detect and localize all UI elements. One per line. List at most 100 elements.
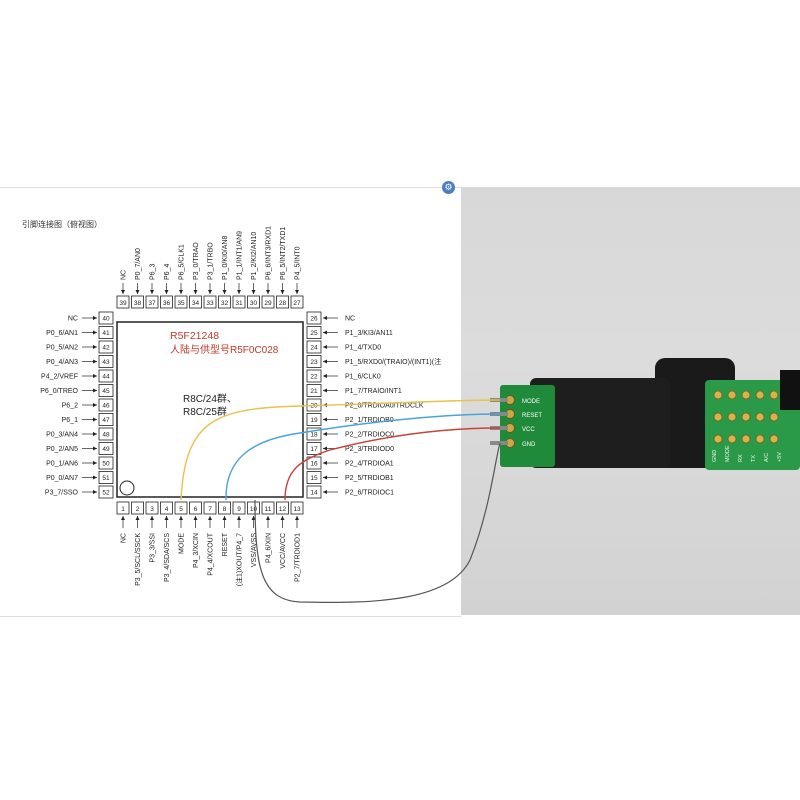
pin-box-bottom bbox=[189, 501, 202, 515]
pin-arrow bbox=[208, 290, 212, 294]
pin-box-right bbox=[306, 442, 322, 455]
pin-arrow bbox=[280, 516, 285, 520]
pin-arrow bbox=[266, 290, 270, 294]
pcb-pad bbox=[713, 390, 723, 400]
pin-number: 11 bbox=[265, 506, 272, 513]
pin-number: 18 bbox=[310, 432, 318, 439]
pin-label-bottom: VSS/AVSS bbox=[251, 533, 258, 567]
pin-arrow bbox=[93, 432, 97, 436]
pin-label-bottom: P4_4/XCOUT bbox=[208, 532, 215, 576]
pin-box-bottom bbox=[261, 501, 275, 515]
pin-box-top bbox=[174, 295, 188, 309]
pin-label-right: P2_0/TRDIOA0/TRDCLK bbox=[345, 403, 424, 410]
pin-arrow bbox=[93, 446, 97, 451]
pin-number: 42 bbox=[102, 345, 110, 352]
pin-number: 9 bbox=[237, 506, 241, 513]
pin-number: 3 bbox=[150, 506, 154, 513]
pin1-marker bbox=[119, 480, 135, 496]
pin-number: 36 bbox=[163, 300, 171, 307]
pin-label-bottom: RESET bbox=[222, 532, 229, 556]
pin-number: 25 bbox=[310, 330, 318, 337]
pin-number: 44 bbox=[102, 374, 110, 381]
pin-box-left bbox=[98, 369, 114, 383]
chip-body bbox=[116, 321, 304, 498]
header-label-reset: RESET bbox=[522, 413, 542, 419]
family-label-2: R8C/25群 bbox=[183, 405, 227, 418]
pin-arrow bbox=[323, 490, 327, 494]
pin-label-bottom: NC bbox=[121, 533, 128, 543]
pin-arrow bbox=[323, 374, 327, 378]
pin-box-left bbox=[98, 471, 114, 484]
pin-arrow bbox=[164, 290, 169, 294]
pin-label-bottom: P3_4/SDA/SCS bbox=[164, 533, 171, 582]
pcb-pad bbox=[713, 412, 723, 422]
pin-number: 39 bbox=[119, 300, 127, 307]
pin-box-bottom bbox=[160, 501, 173, 515]
pin-box-right bbox=[306, 369, 322, 383]
wire-gnd bbox=[254, 442, 501, 604]
pin-arrow bbox=[295, 516, 299, 520]
pin-number: 10 bbox=[250, 506, 258, 513]
pin-label-top: P6_3 bbox=[150, 264, 157, 280]
pin-arrow bbox=[323, 345, 327, 349]
pin-box-right bbox=[306, 311, 322, 325]
pin-label-left: P0_5/AN2 bbox=[46, 345, 78, 352]
pin-number: 43 bbox=[102, 359, 110, 366]
pin-label-right: P1_3/KI3/AN11 bbox=[345, 330, 393, 337]
pcb-pad bbox=[741, 434, 751, 444]
pin-number: 15 bbox=[310, 475, 318, 482]
pin-box-left bbox=[98, 326, 114, 339]
pin-label-right: P1_7/TRAIO/INT1 bbox=[345, 388, 402, 395]
pin-number: 48 bbox=[102, 432, 110, 439]
pin-label-left: P0_0/AN7 bbox=[46, 475, 78, 482]
pin-box-top bbox=[261, 295, 275, 309]
pin-number: 31 bbox=[235, 300, 243, 307]
pin-box-right bbox=[306, 384, 322, 397]
pin-number: 1 bbox=[121, 506, 125, 513]
pin-arrow bbox=[208, 516, 212, 520]
pin-box-top bbox=[145, 295, 159, 309]
pin-label-left: P4_2/VREF bbox=[41, 374, 78, 381]
pin-box-left bbox=[98, 427, 114, 441]
pin-box-right bbox=[306, 471, 322, 484]
pin-label-left: P6_1 bbox=[62, 417, 78, 424]
pin-box-left bbox=[98, 398, 114, 412]
pin-box-left bbox=[98, 485, 114, 499]
pin-arrow bbox=[121, 516, 125, 520]
pin-number: 41 bbox=[102, 330, 110, 337]
pin-box-bottom bbox=[116, 501, 130, 515]
pin-box-right bbox=[306, 456, 322, 470]
pin-arrow bbox=[121, 290, 125, 294]
wire-mode bbox=[180, 399, 501, 501]
pin-label-right: NC bbox=[345, 316, 355, 323]
pin-label-top: P4_5/INT0 bbox=[295, 246, 302, 280]
pin-number: 37 bbox=[148, 300, 156, 307]
pin-box-top bbox=[203, 295, 217, 309]
pin-number: 26 bbox=[310, 316, 318, 323]
pin-number: 29 bbox=[264, 300, 272, 307]
programmer-pin-label: RX bbox=[738, 454, 744, 462]
pin-arrow bbox=[179, 290, 183, 294]
pin-box-right bbox=[306, 340, 322, 354]
pin-box-left bbox=[98, 384, 114, 397]
pin-arrow bbox=[251, 516, 256, 520]
pin-arrow bbox=[323, 432, 327, 436]
pin-arrow bbox=[193, 290, 198, 294]
pin-number: 33 bbox=[206, 300, 214, 307]
programmer-pin-label: A/C bbox=[764, 453, 770, 462]
pin-arrow bbox=[323, 316, 327, 320]
pin-arrow bbox=[93, 345, 97, 349]
pin-label-left: P0_2/AN5 bbox=[46, 446, 78, 453]
pin-label-right: P2_3/TRDIOD0 bbox=[345, 446, 394, 453]
pin-arrow bbox=[93, 388, 97, 393]
pin-box-bottom bbox=[232, 501, 246, 515]
pin-label-left: P3_7/SSO bbox=[45, 490, 79, 497]
pin-number: 8 bbox=[223, 506, 227, 513]
pin-label-bottom: P4_3/XCIN bbox=[193, 533, 200, 568]
pin-number: 49 bbox=[102, 446, 110, 453]
gear-icon[interactable]: ⚙ bbox=[442, 181, 455, 194]
pin-number: 47 bbox=[102, 417, 110, 424]
pin-box-left bbox=[98, 311, 114, 325]
pin-box-left bbox=[98, 456, 114, 470]
